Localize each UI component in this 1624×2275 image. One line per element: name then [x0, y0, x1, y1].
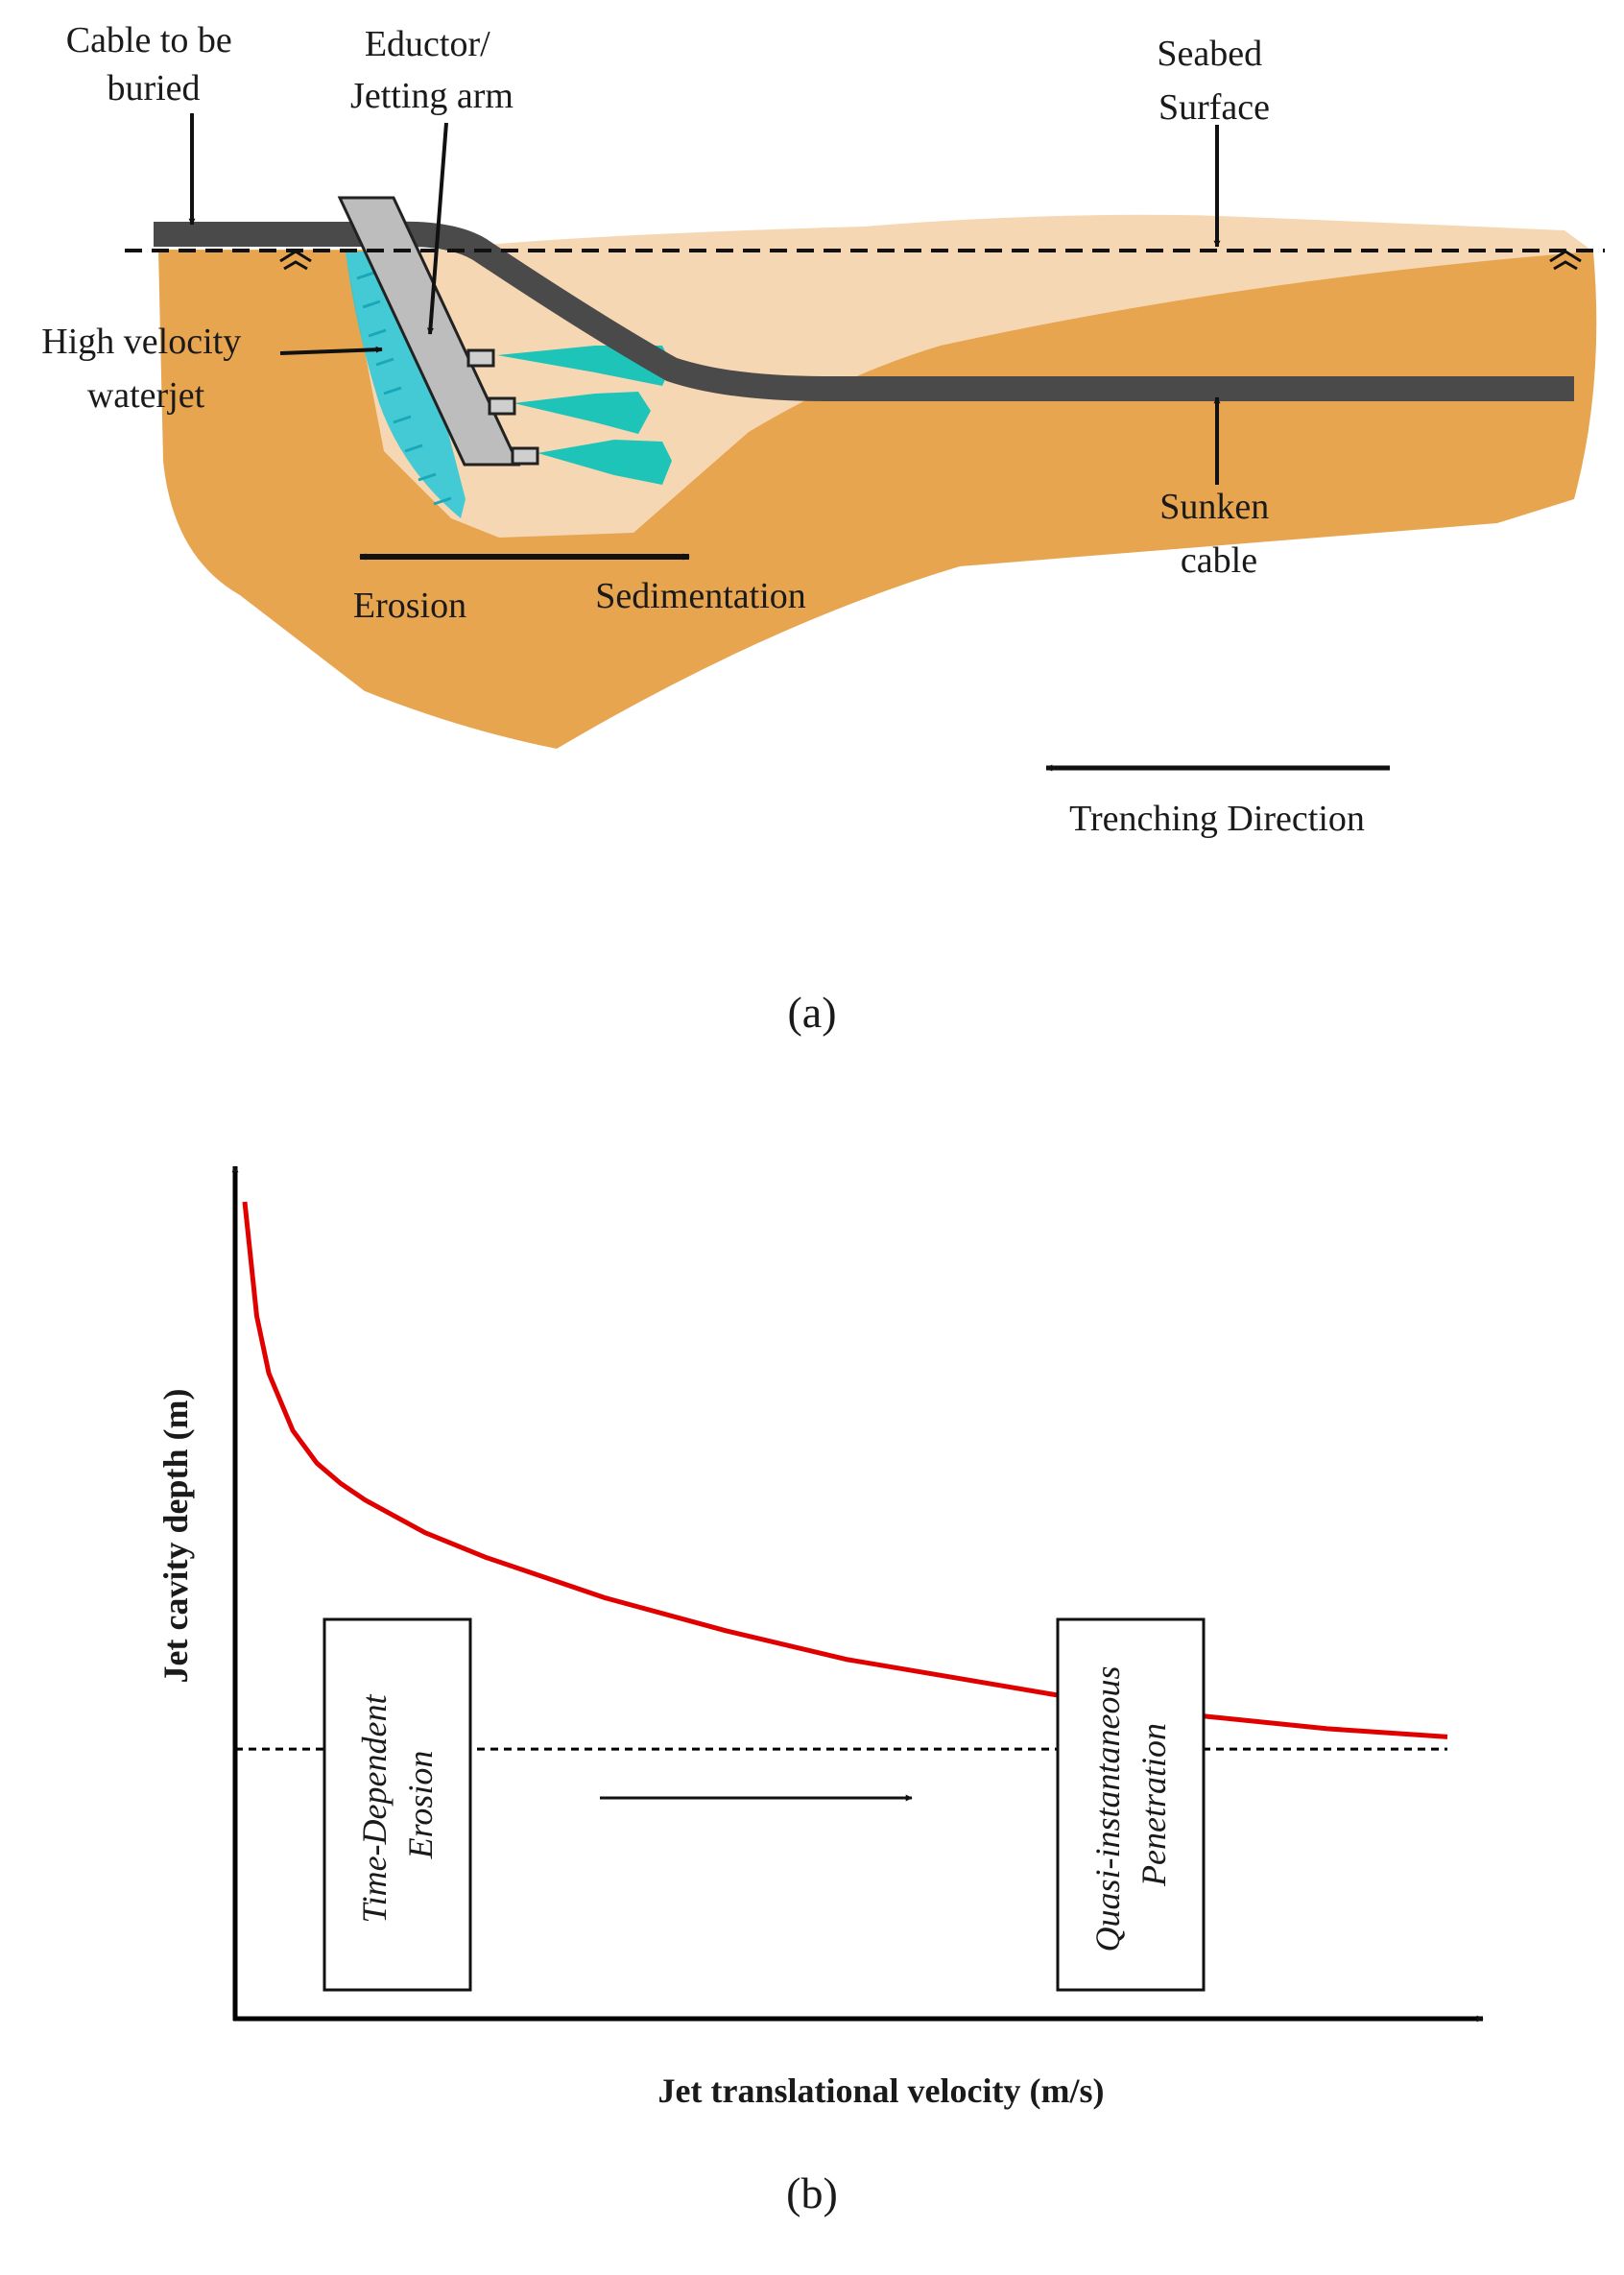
high-velocity-waterjet-arrow	[279, 346, 383, 355]
nozzle-1	[466, 348, 495, 368]
label-sedimentation: Sedimentation	[595, 576, 806, 616]
label-high-velocity-waterjet: High velocity waterjet	[41, 322, 250, 416]
jet-plume-2	[513, 392, 651, 434]
region-label-right: Quasi-instantaneous Penetration	[1088, 1657, 1173, 1952]
panel-a-diagram: Cable to be buried Eductor/ Jetting arm …	[41, 20, 1605, 839]
label-eductor-jetting-arm: Eductor/ Jetting arm	[350, 24, 513, 116]
caption-a: (a)	[787, 988, 836, 1037]
region-box-left	[322, 1617, 472, 1992]
waterjet-fan-ridges	[356, 271, 452, 506]
panel-b-chart: Time-Dependent Erosion Quasi-instantaneo…	[156, 1165, 1484, 2110]
seabed-symbol-right	[1549, 250, 1582, 271]
region-box-right	[1056, 1617, 1206, 1992]
y-axis-label: Jet cavity depth (m)	[156, 1389, 195, 1684]
x-axis-label: Jet translational velocity (m/s)	[658, 2071, 1105, 2110]
caption-b: (b)	[786, 2168, 838, 2217]
jet-plume-3	[537, 440, 672, 485]
label-seabed-surface: Seabed Surface	[1157, 34, 1271, 128]
label-trenching-direction: Trenching Direction	[1069, 799, 1365, 839]
eductor-arrow	[426, 122, 448, 335]
nozzle-3	[511, 446, 539, 466]
label-erosion: Erosion	[353, 586, 466, 626]
cable	[154, 221, 1574, 401]
label-sunken-cable: Sunken cable	[1159, 487, 1278, 581]
disturbed-sediment-zone	[422, 214, 1593, 539]
waterjet-fan	[346, 251, 466, 518]
waterjet-near-arm	[346, 251, 466, 518]
nozzle-2	[488, 396, 516, 416]
region-label-left: Time-Dependent Erosion	[355, 1687, 440, 1924]
label-cable-to-be-buried: Cable to be buried	[66, 20, 242, 108]
seabed-symbol-left	[279, 250, 312, 271]
